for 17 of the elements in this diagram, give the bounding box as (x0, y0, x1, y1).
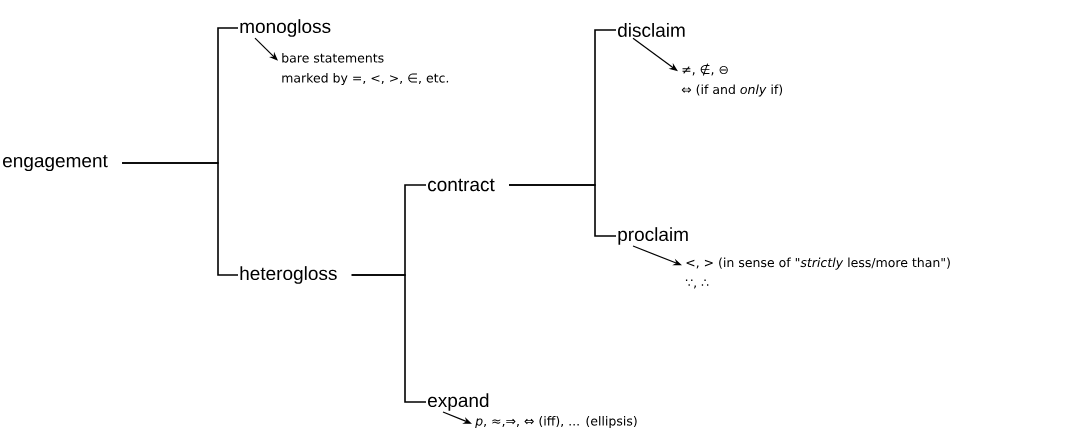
term-label: disclaim (618, 23, 685, 37)
pointer-arrow (442, 411, 472, 424)
annotation-text: <, > (in sense of "strictly less/more than") ∵, ∴ (685, 257, 950, 289)
term-label: engagement (3, 154, 108, 172)
annotation-text: ≠, ∉, ⊖ ⇔ (if and only if) (681, 63, 783, 97)
term-label: contract (428, 178, 495, 192)
bracket-line (350, 274, 427, 403)
annotation-text: p, ≈,⇒, ⇔ (iff), ... (ellipsis) (475, 415, 637, 429)
bracket-line (121, 162, 239, 276)
term-label: proclaim (618, 227, 688, 245)
term-label: monogloss (240, 19, 331, 37)
bracket-line (508, 184, 617, 237)
pointer-arrow (632, 245, 682, 266)
term-label: expand (428, 393, 489, 411)
pointer-arrow (254, 37, 278, 61)
term-label: heterogloss (240, 266, 337, 284)
annotation-text: bare statements marked by =, <, >, ∈, etc. (282, 52, 449, 86)
